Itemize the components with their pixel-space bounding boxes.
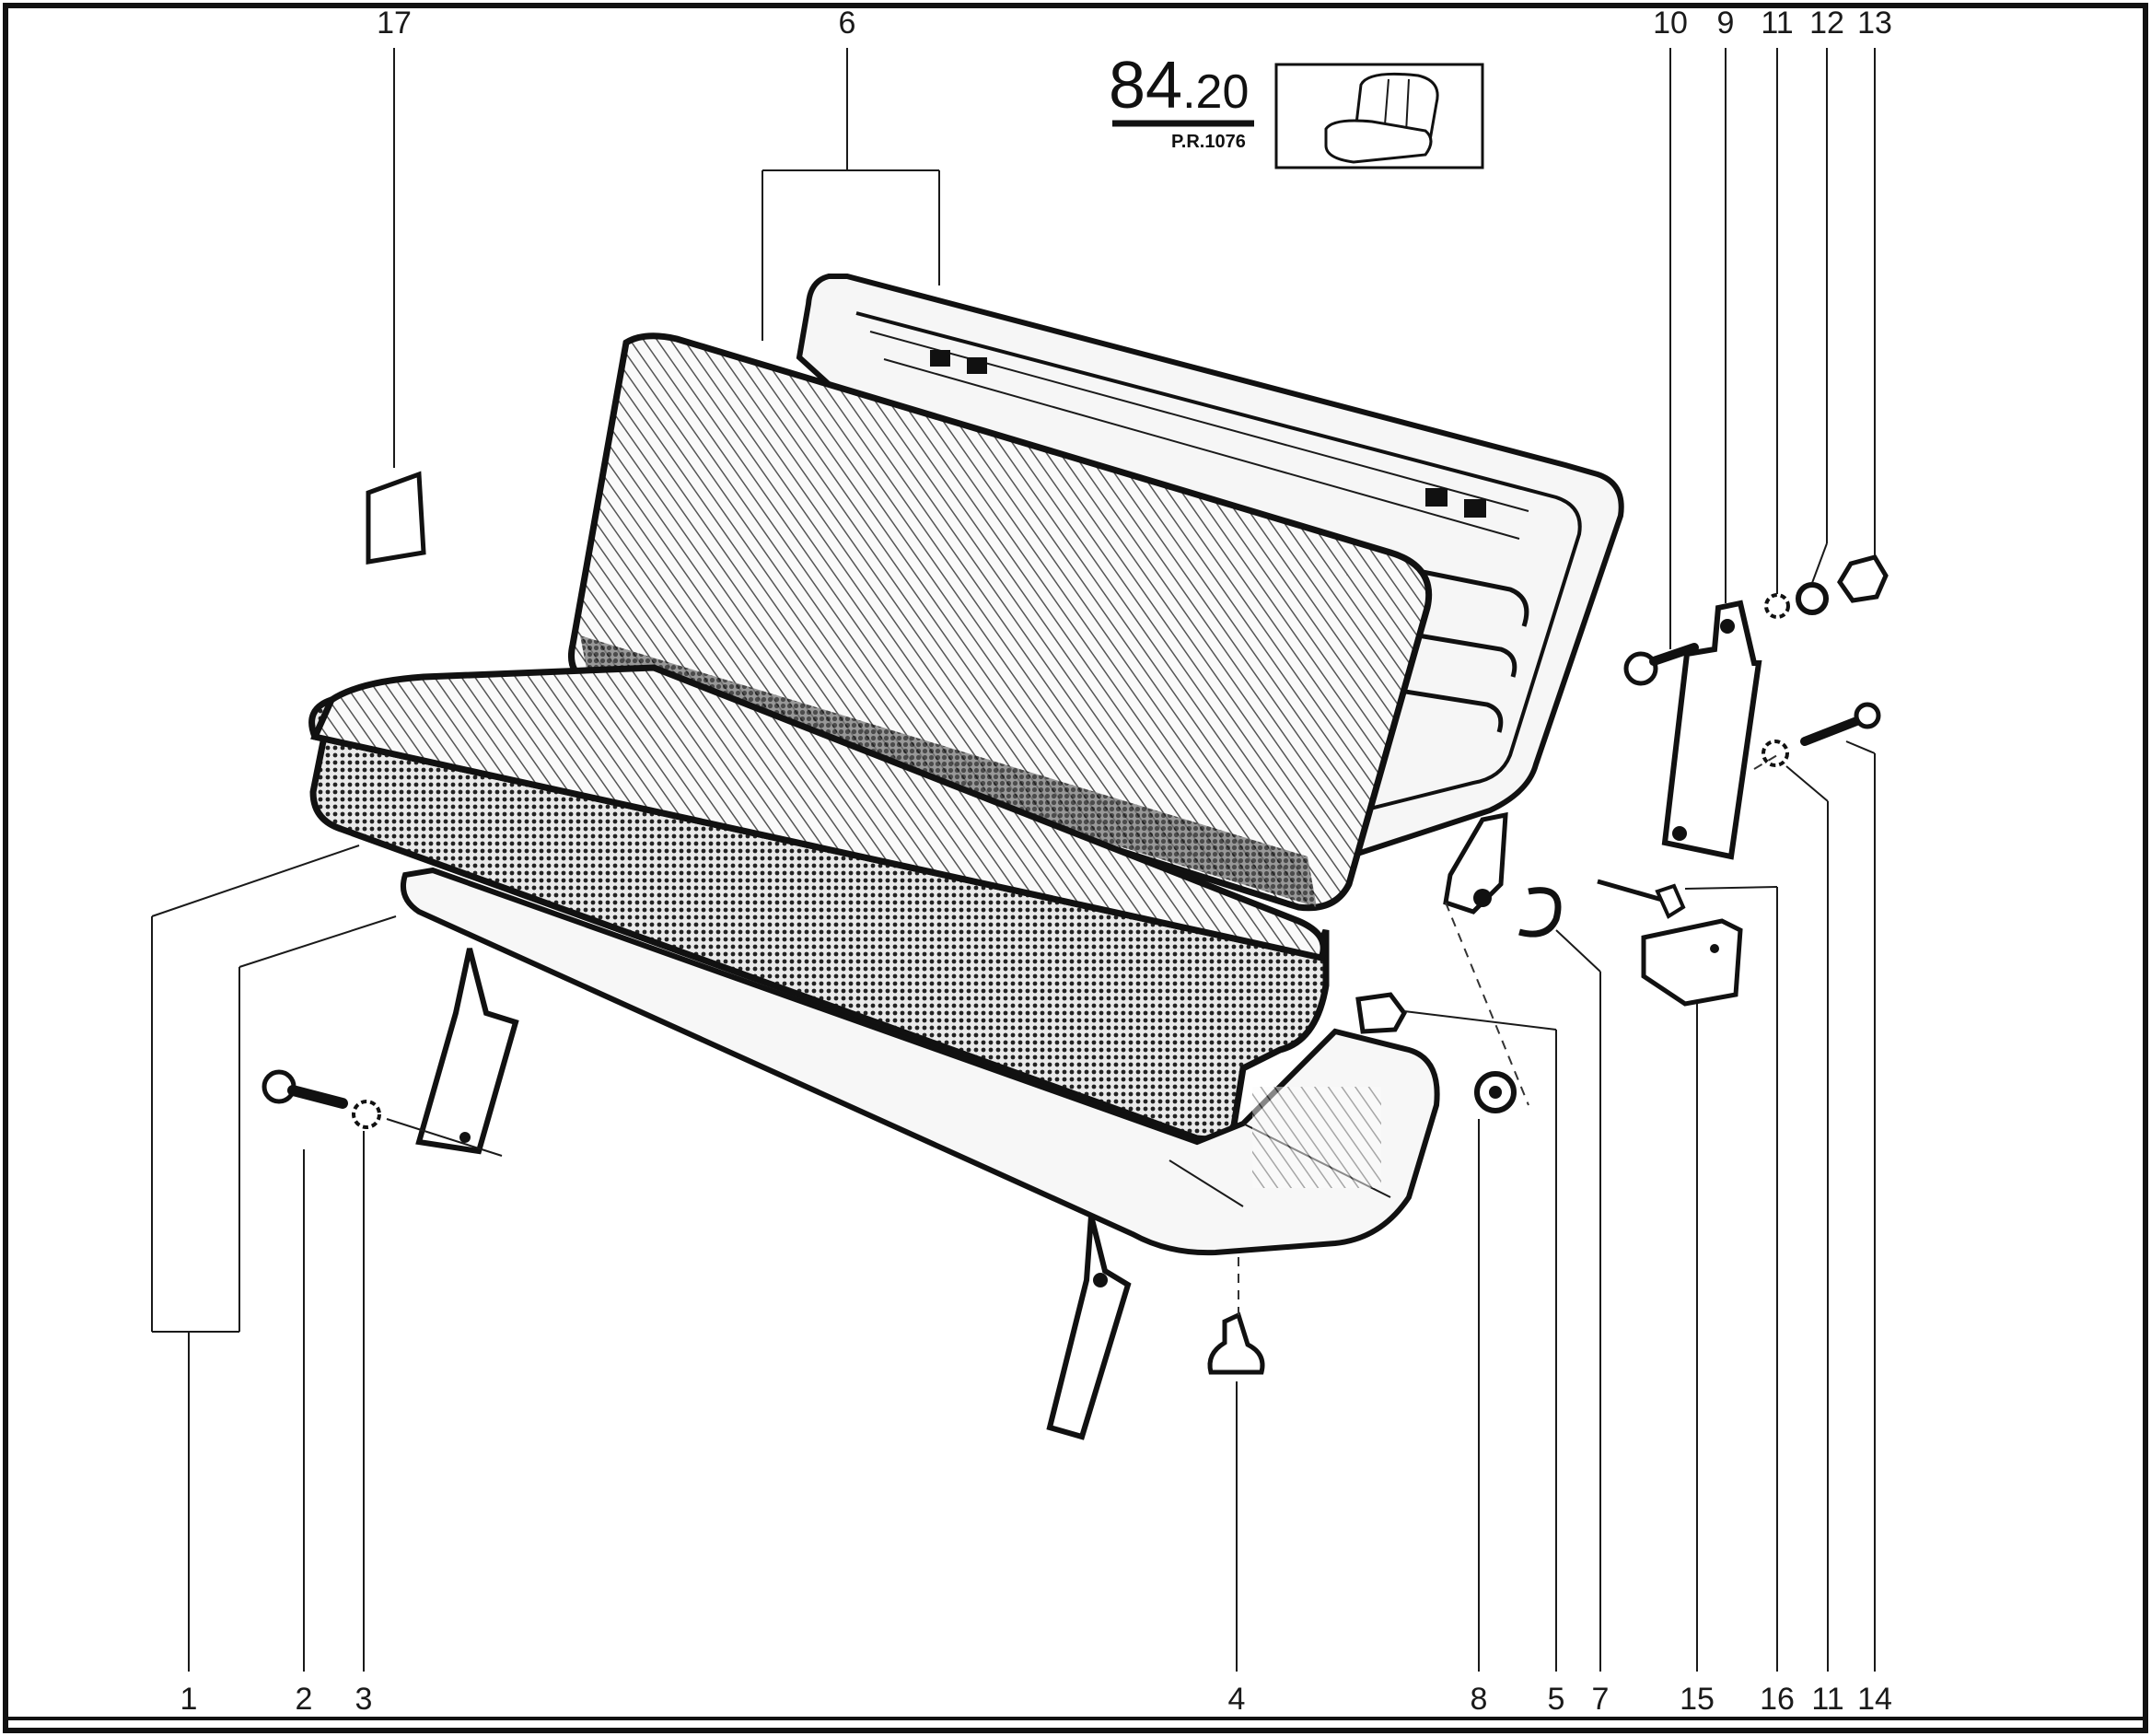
washer-icon bbox=[352, 593, 1790, 1129]
callout-11-bottom: 11 bbox=[1811, 1682, 1843, 1717]
callout-3: 3 bbox=[355, 1682, 373, 1717]
callout-2: 2 bbox=[296, 1682, 313, 1717]
frame-hinge bbox=[1443, 811, 1508, 915]
reference-number: P.R.1076 bbox=[1171, 132, 1246, 152]
callout-11-top: 11 bbox=[1761, 6, 1793, 41]
group-header: 84.20 P.R.1076 bbox=[1109, 49, 1484, 169]
callout-7: 7 bbox=[1592, 1682, 1610, 1717]
callout-16: 16 bbox=[1760, 1682, 1795, 1717]
nut-icon bbox=[1796, 554, 1889, 615]
callout-9: 9 bbox=[1717, 6, 1735, 41]
bolt-icon bbox=[262, 643, 1881, 1109]
rubber-stop-icon bbox=[1207, 992, 1407, 1375]
callout-labels: 17 6 10 9 11 12 13 1 2 3 4 8 5 7 15 16 1… bbox=[180, 6, 1892, 1717]
callout-13: 13 bbox=[1857, 6, 1892, 41]
callout-1: 1 bbox=[180, 1682, 198, 1717]
leader-lines bbox=[151, 48, 1876, 1672]
page-border bbox=[3, 3, 2148, 1733]
callout-10: 10 bbox=[1653, 6, 1688, 41]
left-leg-bracket bbox=[415, 948, 519, 1155]
callout-6: 6 bbox=[839, 6, 856, 41]
seat-thumbnail-icon bbox=[1324, 72, 1439, 164]
right-leg-bracket bbox=[1046, 1215, 1132, 1440]
callout-14: 14 bbox=[1857, 1682, 1892, 1717]
callout-12: 12 bbox=[1809, 6, 1844, 41]
bench-seat-icon bbox=[308, 664, 1330, 1143]
hinge-bracket-icon bbox=[1661, 600, 1762, 860]
callout-4: 4 bbox=[1228, 1682, 1246, 1717]
group-number: 84.20 bbox=[1109, 49, 1249, 122]
callout-8: 8 bbox=[1471, 1682, 1488, 1717]
callout-17: 17 bbox=[377, 6, 412, 41]
callout-5: 5 bbox=[1548, 1682, 1565, 1717]
seat-base-pan bbox=[400, 867, 1440, 1256]
clip-icon bbox=[366, 471, 1743, 1007]
callout-15: 15 bbox=[1680, 1682, 1715, 1717]
